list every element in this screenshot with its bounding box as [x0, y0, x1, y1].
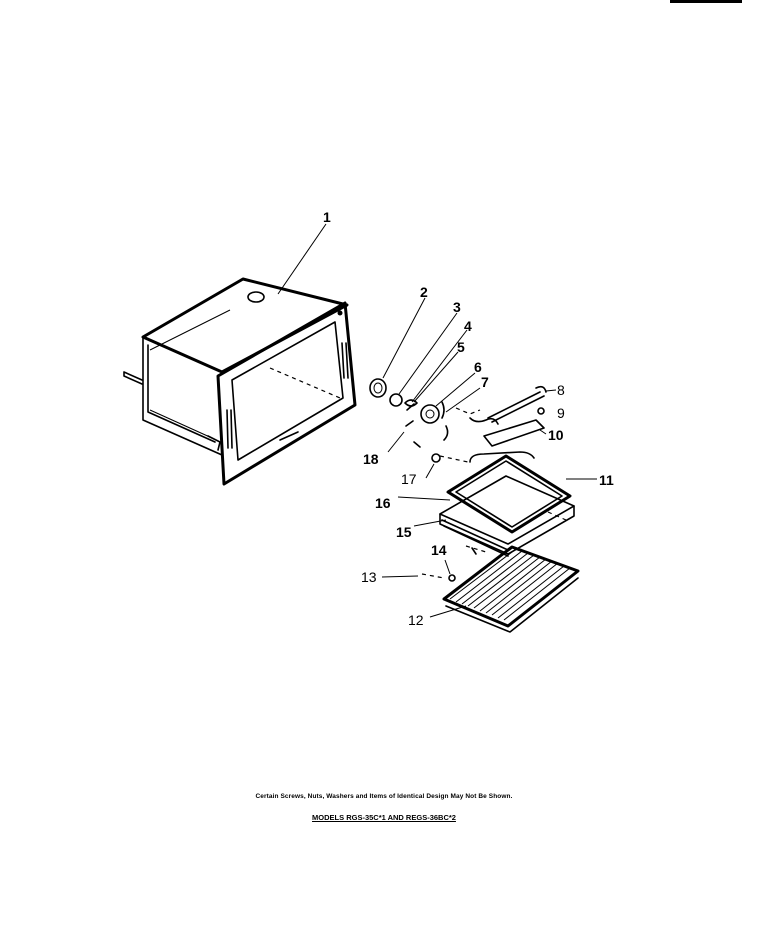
oven-liner: [123, 223, 357, 486]
callout-15: 15: [396, 524, 412, 540]
callout-7: 7: [481, 374, 489, 390]
model-caption: MODELS RGS-35C*1 AND REGS-36BC*2: [312, 813, 456, 822]
callout-9: 9: [557, 405, 565, 421]
callout-10: 10: [548, 427, 564, 443]
callout-18: 18: [363, 451, 379, 467]
callout-8: 8: [557, 382, 565, 398]
callout-1: 1: [323, 209, 331, 225]
callout-17: 17: [401, 471, 417, 487]
element-screws: [387, 420, 469, 479]
oven-rack: [429, 545, 580, 633]
callout-6: 6: [474, 359, 482, 375]
callout-2: 2: [420, 284, 428, 300]
broiler-pan: [397, 475, 575, 557]
bake-element-assembly: [455, 385, 557, 447]
callout-12: 12: [408, 612, 424, 628]
rack-supports: [381, 545, 487, 582]
lamp-parts: [369, 297, 481, 441]
footnote: Certain Screws, Nuts, Washers and Items …: [255, 793, 513, 800]
callout-5: 5: [457, 339, 465, 355]
callout-16: 16: [375, 495, 391, 511]
broiler-pan-insert: [446, 451, 597, 534]
callout-3: 3: [453, 299, 461, 315]
header-rule: [670, 0, 742, 3]
callout-11: 11: [599, 472, 614, 488]
callout-4: 4: [464, 318, 472, 334]
callout-13: 13: [361, 569, 377, 585]
callout-14: 14: [431, 542, 447, 558]
